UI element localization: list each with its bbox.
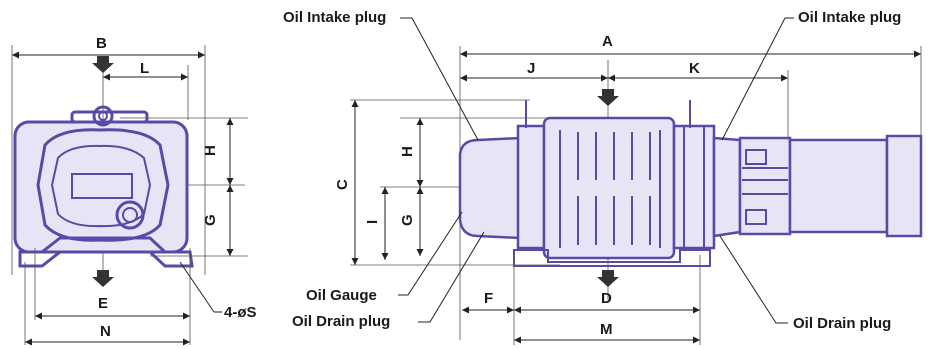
end-view: B L H G E N xyxy=(11,35,257,346)
dim-F: F xyxy=(484,290,493,307)
dim-A: A xyxy=(602,33,613,50)
holes-label: 4-øS xyxy=(224,304,257,321)
dim-C: C xyxy=(334,179,351,190)
down-arrow-icon xyxy=(597,270,619,287)
callout-oil-intake-right: Oil Intake plug xyxy=(798,9,901,26)
callout-oil-gauge: Oil Gauge xyxy=(306,287,377,304)
callout-oil-intake-left: Oil Intake plug xyxy=(283,9,386,26)
dim-B: B xyxy=(96,35,107,52)
dim-E: E xyxy=(98,295,108,312)
dim-G-left: G xyxy=(202,214,219,226)
dim-H-left: H xyxy=(202,145,219,156)
dim-I: I xyxy=(364,220,381,224)
dim-K: K xyxy=(689,60,700,77)
down-arrow-icon xyxy=(92,56,114,73)
dim-J: J xyxy=(527,60,535,77)
dim-M: M xyxy=(600,321,613,338)
dim-N: N xyxy=(100,323,111,340)
down-arrow-icon xyxy=(597,89,619,106)
dim-G-right: G xyxy=(399,214,416,226)
callout-oil-drain-right: Oil Drain plug xyxy=(793,315,891,332)
down-arrow-icon xyxy=(92,270,114,287)
callout-oil-drain-left: Oil Drain plug xyxy=(292,313,390,330)
dim-H-right: H xyxy=(399,146,416,157)
dim-L: L xyxy=(140,60,149,77)
dim-D: D xyxy=(601,290,612,307)
side-view: A J K xyxy=(283,9,923,345)
